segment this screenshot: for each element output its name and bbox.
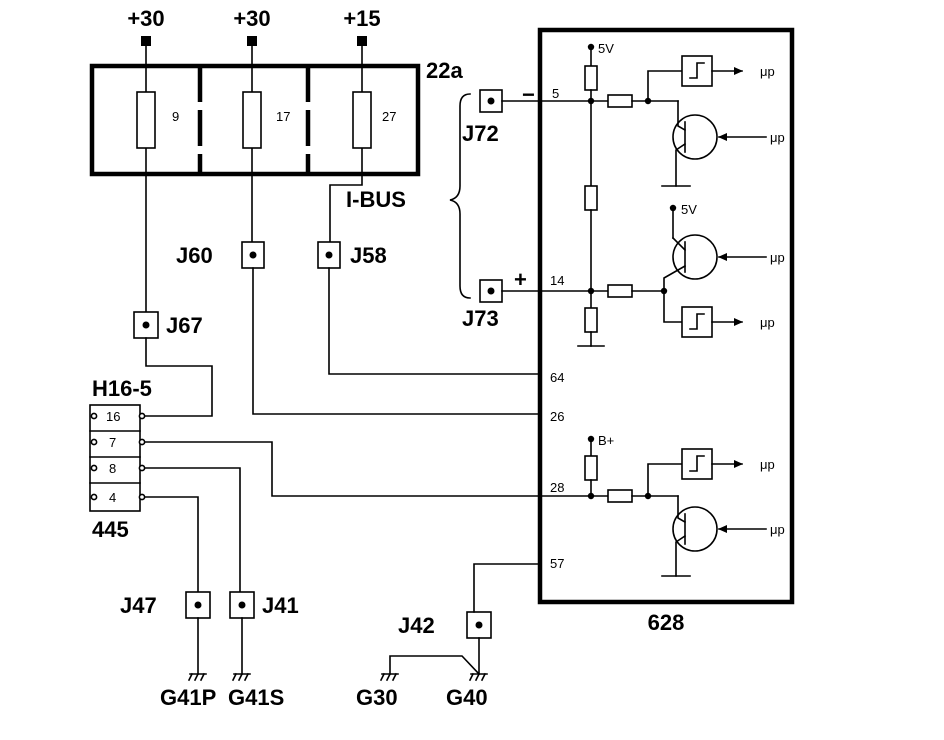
fuse-9 — [136, 91, 156, 149]
ground-label-g41s: G41S — [228, 685, 284, 710]
junction-pin-28 — [587, 492, 595, 500]
connector-j41 — [229, 591, 255, 619]
connector-j73-label: J73 — [462, 306, 499, 331]
input-circuit-pin-14 — [539, 207, 767, 347]
connector-block-subtitle: 445 — [92, 517, 129, 542]
connector-j60-pin — [249, 251, 257, 259]
module-pin-28: 28 — [550, 480, 564, 495]
connector-pin-16: 16 — [106, 409, 120, 424]
module-pin-26: 26 — [550, 409, 564, 424]
module-pin-57: 57 — [550, 556, 564, 571]
connector-pin-8: 8 — [109, 461, 116, 476]
ground-symbol-g40 — [468, 672, 488, 682]
mu-label-3: μp — [770, 250, 785, 265]
connector-j42-label: J42 — [398, 613, 435, 638]
connector-j42-pin — [475, 621, 483, 629]
ibus-label: I-BUS — [346, 187, 406, 212]
terminal-3 — [357, 36, 367, 46]
fuse-box — [89, 45, 421, 331]
junction-pin-28-out — [644, 492, 652, 500]
ground-label-g30: G30 — [356, 685, 398, 710]
connector-j60-label: J60 — [176, 243, 213, 268]
junction-pin-5 — [587, 97, 595, 105]
module-label: 628 — [648, 610, 685, 635]
supply-label-5v-1: 5V — [598, 41, 614, 56]
connector-j47-label: J47 — [120, 593, 157, 618]
fuse-number-17: 17 — [276, 109, 290, 124]
module-pin-14: 14 — [550, 273, 564, 288]
junction-pin-5-out — [644, 97, 652, 105]
ground-symbol-g30 — [379, 672, 399, 682]
connector-j41-pin — [238, 601, 246, 609]
terminal-2 — [247, 36, 257, 46]
mu-label-5: μp — [760, 457, 775, 472]
junction-pin-14 — [587, 287, 595, 295]
ground-label-g40: G40 — [446, 685, 488, 710]
connector-j47 — [185, 591, 211, 619]
connector-j58-pin — [325, 251, 333, 259]
connector-j41-label: J41 — [262, 593, 299, 618]
connector-pin-7: 7 — [109, 435, 116, 450]
input-circuit-pin-28 — [539, 438, 767, 577]
connector-j72-label: J72 — [462, 121, 499, 146]
supply-label-bplus: B+ — [598, 433, 614, 448]
ground-symbol-g41s — [231, 672, 251, 682]
junction-pin-14-out — [660, 287, 668, 295]
fuse-17 — [242, 91, 262, 149]
minus-sign: − — [522, 82, 535, 107]
mu-label-2: μp — [770, 130, 785, 145]
supply-label-5v-2: 5V — [681, 202, 697, 217]
supply-bplus — [587, 435, 595, 443]
plus-sign: + — [514, 267, 527, 292]
ibus-brace — [449, 93, 471, 299]
connector-block-title: H16-5 — [92, 376, 152, 401]
connector-j73-pin — [487, 287, 495, 295]
input-circuit-pin-5 — [539, 46, 767, 292]
connector-j47-pin — [194, 601, 202, 609]
power-label-3: +15 — [343, 6, 380, 31]
terminal-1 — [141, 36, 151, 46]
mu-label-6: μp — [770, 522, 785, 537]
mu-label-4: μp — [760, 315, 775, 330]
mu-label-1: μp — [760, 64, 775, 79]
module-pin-5: 5 — [552, 86, 559, 101]
module-pin-64: 64 — [550, 370, 564, 385]
ground-label-g41p: G41P — [160, 685, 216, 710]
fuse-number-9: 9 — [172, 109, 179, 124]
supply-5v-top — [587, 43, 595, 51]
power-label-2: +30 — [233, 6, 270, 31]
power-label-1: +30 — [127, 6, 164, 31]
fuse-27 — [352, 91, 372, 149]
supply-5v-mid — [669, 204, 677, 212]
ground-symbol-g41p — [187, 672, 207, 682]
connector-pin-4: 4 — [109, 490, 116, 505]
connector-block — [89, 404, 146, 512]
connector-j67-label: J67 — [166, 313, 203, 338]
fuse-number-27: 27 — [382, 109, 396, 124]
connector-j58-label: J58 — [350, 243, 387, 268]
connector-j72-pin — [487, 97, 495, 105]
fuse-box-label: 22a — [426, 58, 463, 83]
module-box — [537, 27, 795, 605]
connector-j67-pin — [142, 321, 150, 329]
